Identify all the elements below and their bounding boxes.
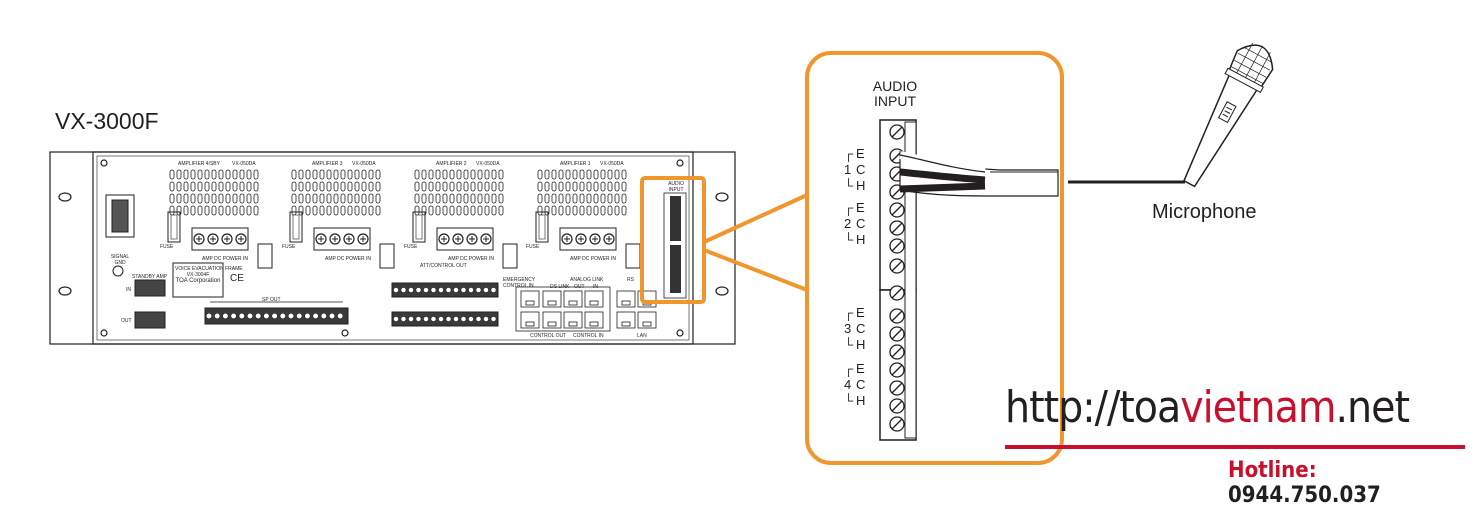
ch3-pin-c: C	[856, 321, 866, 336]
ch3-num: 3	[844, 321, 852, 336]
audio-input-terminal-block	[879, 119, 917, 441]
ch2-pin-h: H	[856, 232, 866, 247]
amplifier-slot-3	[289, 169, 395, 269]
hotline-label: Hotline:	[1228, 458, 1317, 483]
website-url[interactable]: http://toavietnam.net	[1005, 382, 1410, 433]
rj45-port	[584, 290, 604, 308]
audio-input-line1: AUDIO	[872, 78, 918, 94]
ce-mark: CE	[230, 273, 244, 284]
website-prefix: http://toa	[1005, 382, 1181, 433]
ch1-pin-h: H	[856, 178, 866, 193]
amplifier-slot-1	[535, 169, 641, 269]
rj45-port	[563, 290, 583, 308]
zoom-callout-lines	[703, 193, 808, 292]
rj45-port	[637, 311, 657, 329]
panel-audio-input-label: AUDIO INPUT	[668, 181, 684, 193]
analog-link-label: ANALOG LINK	[570, 277, 604, 283]
hotline-number: 0944.750.037	[1228, 483, 1381, 508]
vx3000f-rear-panel	[49, 151, 736, 345]
amp3-dc-label: AMP DC POWER IN	[325, 256, 372, 262]
ch4-pin-h: H	[856, 393, 866, 408]
rj45-port	[542, 290, 562, 308]
ch3-pin-e: E	[856, 305, 865, 320]
control-in-label: CONTROL IN	[573, 333, 604, 339]
audio-input-label: AUDIO INPUT	[845, 79, 945, 109]
rj45-port	[584, 311, 604, 329]
amp4-label: AMPLIFIER 4/SBY	[178, 161, 220, 167]
signal-gnd-label: SIGNAL GND	[110, 254, 130, 266]
amp4-dc-label: AMP DC POWER IN	[202, 256, 249, 262]
audio-input-line2: INPUT	[874, 93, 916, 109]
ds-link-label: DS LINK	[550, 284, 570, 290]
rj45-port	[520, 290, 540, 308]
website-suffix: .net	[1335, 382, 1410, 433]
rj45-port	[542, 311, 562, 329]
ch2-pin-c: C	[856, 216, 866, 231]
ch3-pin-h: H	[856, 337, 866, 352]
microphone-icon	[1183, 42, 1274, 188]
amp3-label: AMPLIFIER 3	[312, 161, 343, 167]
amplifier-slot-4	[167, 169, 273, 269]
lan-label: LAN	[637, 333, 647, 339]
panel-audio-input	[640, 176, 706, 304]
rj45-port	[520, 311, 540, 329]
rj45-port	[563, 311, 583, 329]
analog-in-label: IN	[593, 284, 598, 290]
device-title: VX-3000F	[55, 108, 159, 134]
website-accent: vietnam	[1180, 382, 1336, 433]
amp3-model: VX-050DA	[352, 161, 376, 167]
ch2-num: 2	[844, 216, 852, 231]
fuse-label-1: FUSE	[160, 244, 174, 250]
fuse-label-4: FUSE	[526, 244, 540, 250]
sp-out-label: SP OUT	[262, 297, 281, 303]
amp2-dc-label: AMP DC POWER IN	[448, 256, 495, 262]
analog-out-label: OUT	[574, 284, 585, 290]
rj45-port	[616, 311, 636, 329]
ch4-pin-c: C	[856, 377, 866, 392]
amp1-dc-label: AMP DC POWER IN	[570, 256, 617, 262]
in-label: IN	[126, 287, 131, 293]
rs-label: RS	[627, 277, 634, 283]
ch2-pin-e: E	[856, 200, 865, 215]
ch4-num: 4	[844, 377, 852, 392]
fuse-label-2: FUSE	[282, 244, 296, 250]
amp1-model: VX-050DA	[600, 161, 624, 167]
website-underline	[1005, 445, 1465, 449]
hotline: Hotline: 0944.750.037	[1228, 458, 1473, 508]
nameplate-line1: VOICE EVACUATION FRAME	[175, 266, 243, 272]
fuse-label-3: FUSE	[404, 244, 418, 250]
nameplate: VOICE EVACUATION FRAME VX-3004F TOA Corp…	[175, 266, 243, 284]
amp2-label: AMPLIFIER 2	[436, 161, 467, 167]
amp1-label: AMPLIFIER 1	[560, 161, 591, 167]
out-label: OUT	[121, 318, 132, 324]
rj45-port	[616, 290, 636, 308]
ch4-pin-e: E	[856, 361, 865, 376]
amp2-model: VX-050DA	[476, 161, 500, 167]
att-control-out-terminals	[391, 282, 499, 327]
ch1-pin-e: E	[856, 146, 865, 161]
emergency-control-in-label: EMERGENCY CONTROL IN	[503, 277, 536, 289]
ch1-num: 1	[844, 162, 852, 177]
amplifier-slot-2	[412, 169, 518, 269]
att-control-out-label: ATT/CONTROL OUT	[420, 263, 467, 269]
standby-amp-label: STANDBY AMP	[132, 274, 168, 280]
connection-diagram	[49, 42, 1274, 465]
rj45-ports	[515, 286, 657, 332]
amplifier-slots	[167, 169, 641, 269]
ch1-pin-c: C	[856, 162, 866, 177]
control-out-label: CONTROL OUT	[530, 333, 567, 339]
nameplate-line3: TOA Corporation	[175, 278, 221, 284]
sp-out-terminal	[204, 301, 349, 325]
microphone-label: Microphone	[1152, 201, 1257, 223]
left-connectors	[105, 194, 224, 329]
microphone-cable	[899, 151, 1185, 197]
amp4-model: VX-050DA	[232, 161, 256, 167]
nameplate-line2: VX-3004F	[186, 272, 210, 278]
zoom-box	[805, 51, 1064, 465]
